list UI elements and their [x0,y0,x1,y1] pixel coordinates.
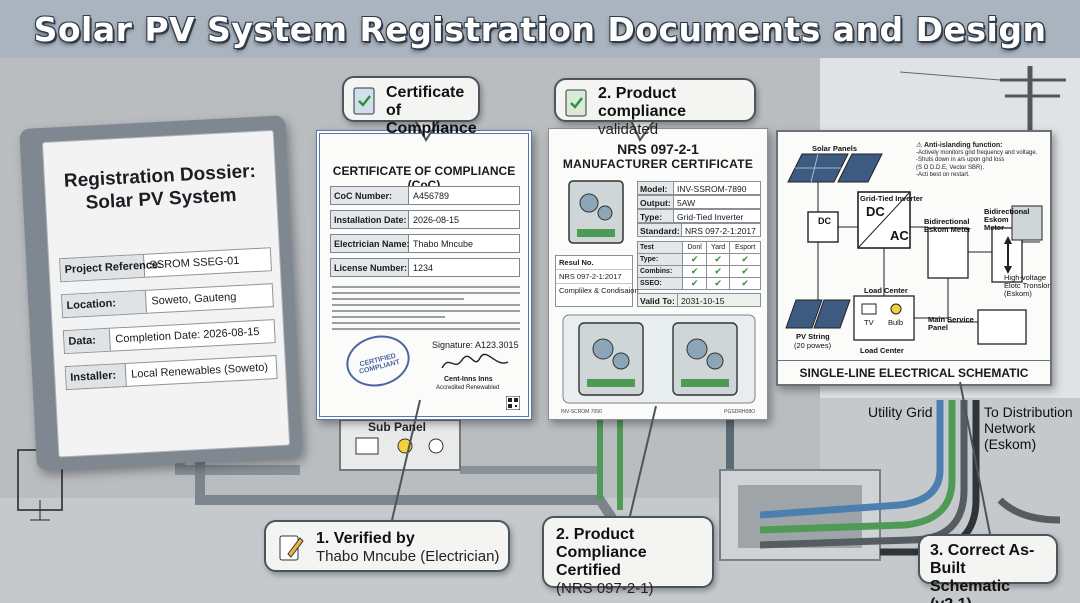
check-icon: ✔ [705,277,731,290]
check-icon: ✔ [729,253,761,266]
certificate-check-icon [353,87,375,115]
coc-signature: Signature: A123.3015 [432,340,519,350]
inverter-icon [568,180,624,244]
nrs-spec-model: Model:INV-SSROM-7890 [637,181,761,195]
nrs-manufacturer-certificate: NRS 097-2-1 MANUFACTURER CERTIFICATE Mod… [548,128,768,420]
warning-icon: ⚠ Anti-islanding function: [916,142,1003,149]
solar-panel-icon [787,153,849,183]
nrs-spec-output: Output:5AW [637,195,761,209]
check-icon: ✔ [682,253,707,266]
callout-product-compliance-certified: 2. Product Compliance Certified (NRS 097… [542,516,714,597]
pencil-document-icon [279,535,304,561]
distribution-network-label: To Distribution Network (Eskom) [984,404,1073,452]
check-icon: ✔ [729,265,761,278]
single-line-schematic: Solar Panels ⚠ Anti-islanding function: … [776,130,1052,386]
page-title: Solar PV System Registration Documents a… [33,10,1047,49]
table-row: Test Donl Yard Esport [636,241,761,254]
dossier-row-project: Project Reference: SSROM SSEG-01 [59,247,273,283]
callout-certificate-of-compliance: Certificate of Compliance [342,76,480,137]
coc-row-license: License Number: 1234 [330,258,520,277]
nrs-spec-standard: Standard:NRS 097-2-1:2017 [637,223,761,237]
inverter-photos-icon [562,314,756,404]
schematic-footer: SINGLE-LINE ELECTRICAL SCHEMATIC [778,360,1050,384]
document-check-icon [565,89,587,117]
check-icon: ✔ [729,277,761,290]
qr-code-icon [506,396,520,410]
registration-dossier-binder: Registration Dossier: Solar PV System Pr… [19,115,303,471]
dossier-row-date: Data: Completion Date: 2026-08-15 [62,319,276,355]
check-icon: ✔ [682,277,707,290]
callout-product-compliance-validated: 2. Product compliance validated [554,78,756,138]
table-row: SSEO: ✔✔✔ [636,277,761,290]
nrs-valid-to: Valid To:2031-10-15 [637,293,761,307]
callout-as-built-schematic: 3. Correct As-Built Schematic (v2.1) [918,534,1058,603]
table-row: Type: ✔✔✔ [636,253,761,266]
certified-stamp: CERTIFIED COMPLIANT [340,329,416,393]
dossier-title: Registration Dossier: Solar PV System [63,160,257,214]
nrs-test-table: Test Donl Yard Esport Type: ✔✔✔ Combins:… [636,241,761,290]
nrs-footer-right: PGSDRH08O [724,409,755,415]
signature-scribble-icon [441,353,509,369]
check-icon: ✔ [705,265,731,278]
callout-verified-by: 1. Verified by Thabo Mncube (Electrician… [264,520,510,572]
utility-grid-label: Utility Grid [868,404,933,420]
dossier-row-location: Location: Soweto, Gauteng [60,283,274,319]
schematic-lines [785,153,1043,345]
certificate-of-compliance-document: CERTIFICATE OF COMPLIANCE (CoC) CoC Numb… [316,130,532,420]
anti-islanding-note: ⚠ Anti-islanding function: -Actively mon… [916,142,1046,180]
nrs-footer-left: INV-SCROM 7090 [561,409,602,415]
check-icon: ✔ [682,265,707,278]
nrs-title: NRS 097-2-1 [617,141,699,157]
coc-signer-name: Cent-Inns Inns [444,376,493,383]
nrs-result-box: Resul No. NRS 097-2-1:2017 Complilex & C… [555,255,639,307]
dossier-sheet: Registration Dossier: Solar PV System Pr… [41,129,291,458]
sub-panel-label: Sub Panel [368,420,427,434]
coc-row-installation-date: Installation Date: 2026-08-15 [330,210,520,229]
table-row: Combins: ✔✔✔ [636,265,761,278]
check-icon: ✔ [705,253,731,266]
nrs-spec-type: Type:Grid-Tied Inverter [637,209,761,223]
coc-row-number: CoC Number: A456789 [330,186,520,205]
coc-row-electrician: Electrician Name: Thabo Mncube [330,234,520,253]
coc-signer-role: Accredited Renewabled [436,385,500,391]
dossier-row-installer: Installer: Local Renewables (Soweto) [64,355,278,391]
nrs-subtitle: MANUFACTURER CERTIFICATE [562,157,754,171]
coc-fine-print [332,286,520,334]
